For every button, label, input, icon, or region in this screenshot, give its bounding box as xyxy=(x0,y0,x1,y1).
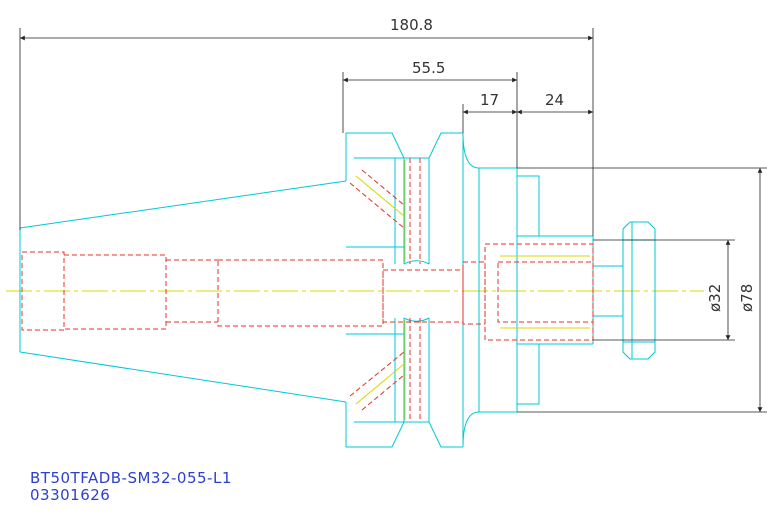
taper-shank xyxy=(19,180,347,403)
drawing-code: 03301626 xyxy=(30,486,111,504)
dimension-lines xyxy=(20,35,763,412)
dim-gauge-to-nose: 55.5 xyxy=(412,59,445,77)
dim-bore-diameter: ø32 xyxy=(706,284,724,312)
title-block: BT50TFADB-SM32-055-L1 03301626 xyxy=(30,470,232,504)
dim-nose-projection: 24 xyxy=(545,91,564,109)
extension-lines xyxy=(19,28,767,413)
nose-body xyxy=(478,167,594,413)
dim-flange-width: 17 xyxy=(480,91,499,109)
part-number: BT50TFADB-SM32-055-L1 xyxy=(30,469,232,487)
thread-lines xyxy=(355,160,590,420)
dim-overall-length: 180.8 xyxy=(390,16,433,34)
flange xyxy=(345,132,480,448)
dim-body-diameter: ø78 xyxy=(738,284,756,312)
hidden-bore-lines xyxy=(21,158,594,422)
